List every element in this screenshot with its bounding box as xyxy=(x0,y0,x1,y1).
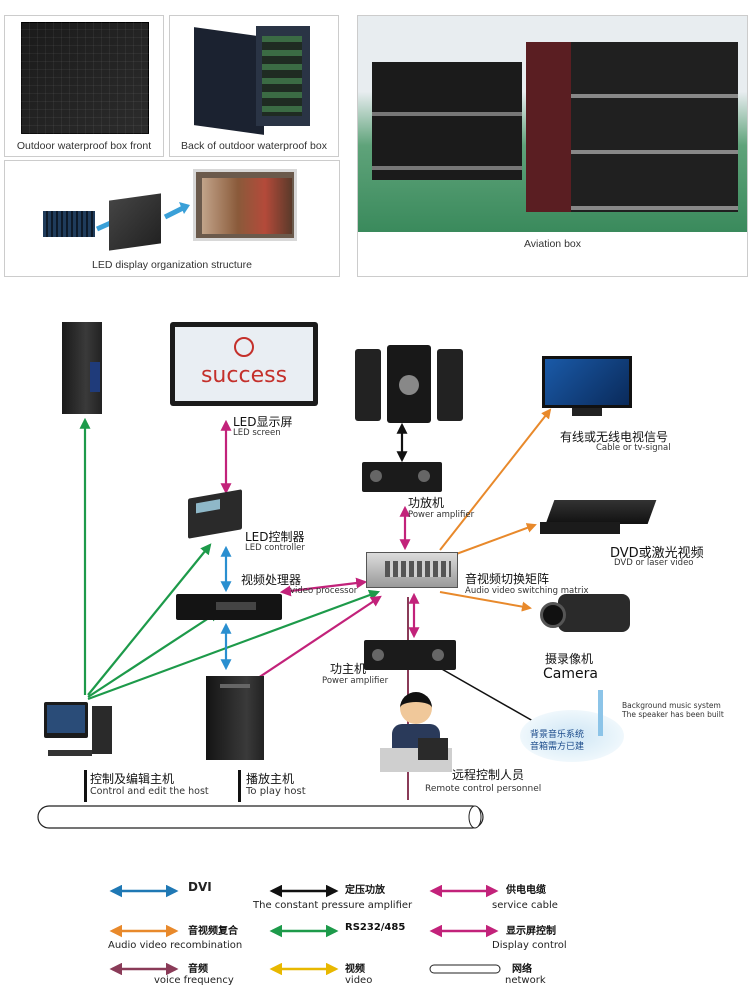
bg-music-label-en-1: Background music system xyxy=(622,701,721,710)
legend-video-label-en: video xyxy=(345,975,373,986)
aviation-box-caption: Aviation box xyxy=(523,238,581,250)
network-pipe xyxy=(37,805,484,829)
remote-operator-image xyxy=(380,692,452,780)
tv-signal-label-en: Cable or tv-signal xyxy=(596,443,671,453)
aviation-box-panel: Aviation box xyxy=(357,15,748,277)
remote-label-cn: 远程控制人员 xyxy=(452,768,525,782)
dvd-player-image xyxy=(540,500,657,540)
play-host-label-en: To play host xyxy=(246,786,306,797)
legend-network-swatch xyxy=(429,964,501,974)
control-host-bar xyxy=(84,770,87,802)
outdoor-box-front-caption: Outdoor waterproof box front xyxy=(16,140,152,152)
screen-success-text: success xyxy=(200,363,288,388)
dvd-label-en: DVD or laser video xyxy=(614,558,694,568)
camera-label-en: Camera xyxy=(543,666,598,682)
outdoor-box-back-panel: Back of outdoor waterproof box xyxy=(169,15,339,157)
legend-dvi-label: DVI xyxy=(188,880,212,894)
dvd-label-cn: DVD或激光视频 xyxy=(610,546,704,561)
matrix-label-en: Audio video switching matrix xyxy=(465,586,589,596)
structure-panel: LED display organization structure xyxy=(4,160,340,277)
bg-music-label-cn-2: 音箱需方已建 xyxy=(530,742,585,752)
outdoor-box-back-image xyxy=(194,22,312,135)
tv-image xyxy=(542,356,632,418)
power-amplifier-bottom-image xyxy=(364,640,456,670)
control-host-label-cn: 控制及编辑主机 xyxy=(90,772,175,786)
switching-matrix-image xyxy=(366,552,458,588)
led-screen-label-cn: LED显示屏 xyxy=(233,415,293,429)
legend-network-label-cn: 网络 xyxy=(512,964,532,975)
legend-network-label-en: network xyxy=(505,975,546,986)
led-screen-label-en: LED screen xyxy=(233,428,281,438)
legend-arrows xyxy=(109,884,501,975)
rs232-line-led-controller xyxy=(87,543,212,696)
speakers-image xyxy=(355,345,465,423)
control-host-label-en: Control and edit the host xyxy=(90,786,209,797)
led-controller-label-cn: LED控制器 xyxy=(245,530,305,544)
power-amp-top-label-en: Power amplifier xyxy=(408,510,475,520)
av-line-camera xyxy=(439,591,532,612)
music-note-icon xyxy=(520,690,630,766)
av-line-tv xyxy=(439,408,552,551)
remote-label-en: Remote control personnel xyxy=(425,784,542,794)
legend-display-label-en: Display control xyxy=(492,940,567,951)
play-host-bar xyxy=(238,770,241,802)
legend-display-label-cn: 显示屏控制 xyxy=(506,926,556,937)
aviation-box-image xyxy=(358,16,747,232)
camera-label-cn: 摄录像机 xyxy=(545,652,594,666)
play-host-image xyxy=(200,676,270,762)
power-amp-top-label-cn: 功放机 xyxy=(408,496,445,510)
bg-music-label-cn-1: 背景音乐系统 xyxy=(530,730,585,740)
amp-line-bgmusic xyxy=(439,667,542,726)
power-line-processor-matrix xyxy=(279,577,368,597)
legend-av-label-en: Audio video recombination xyxy=(108,940,243,951)
video-processor-label-en: video processor xyxy=(290,586,358,596)
legend-video-label-cn: 视频 xyxy=(345,964,365,975)
bulb-icon xyxy=(234,337,254,357)
structure-arrow-2 xyxy=(163,202,190,220)
legend-av-label-cn: 音视频复合 xyxy=(188,926,238,937)
rs232-line-video-processor xyxy=(87,610,220,698)
power-amp-bottom-label-cn: 功主机 xyxy=(330,662,367,676)
power-line-playhost-matrix xyxy=(238,595,382,692)
outdoor-box-back-caption: Back of outdoor waterproof box xyxy=(181,140,327,152)
video-processor-image xyxy=(176,594,282,620)
legend-audio-label-en: voice frequency xyxy=(154,975,234,986)
led-controller-label-en: LED controller xyxy=(245,543,305,553)
legend-service-label-cn: 供电电缆 xyxy=(506,885,546,896)
matrix-label-cn: 音视频切换矩阵 xyxy=(465,572,550,586)
led-module-image xyxy=(43,211,95,237)
server-tower-image xyxy=(50,322,114,418)
control-host-image xyxy=(44,702,130,764)
bg-music-label-en-2: The speaker has been built xyxy=(622,710,724,719)
tv-signal-label-cn: 有线或无线电视信号 xyxy=(560,430,669,444)
legend-audio-label-cn: 音频 xyxy=(188,964,208,975)
led-screen-image: success xyxy=(170,322,318,406)
play-host-label-cn: 播放主机 xyxy=(246,772,295,786)
camera-image xyxy=(540,588,636,640)
legend-rs232-label: RS232/485 xyxy=(345,922,406,933)
legend-amp-label-cn: 定压功放 xyxy=(345,885,385,896)
outdoor-box-front-image xyxy=(21,22,149,134)
led-display-image xyxy=(193,169,297,241)
power-amp-bottom-label-en: Power amplifier xyxy=(322,676,389,686)
video-processor-label-cn: 视频处理器 xyxy=(241,573,302,587)
structure-caption: LED display organization structure xyxy=(92,259,252,271)
legend-amp-label-en: The constant pressure amplifier xyxy=(253,900,413,911)
outdoor-box-front-panel: Outdoor waterproof box front xyxy=(4,15,164,157)
power-amplifier-top-image xyxy=(362,462,442,492)
legend-service-label-en: service cable xyxy=(492,900,558,911)
